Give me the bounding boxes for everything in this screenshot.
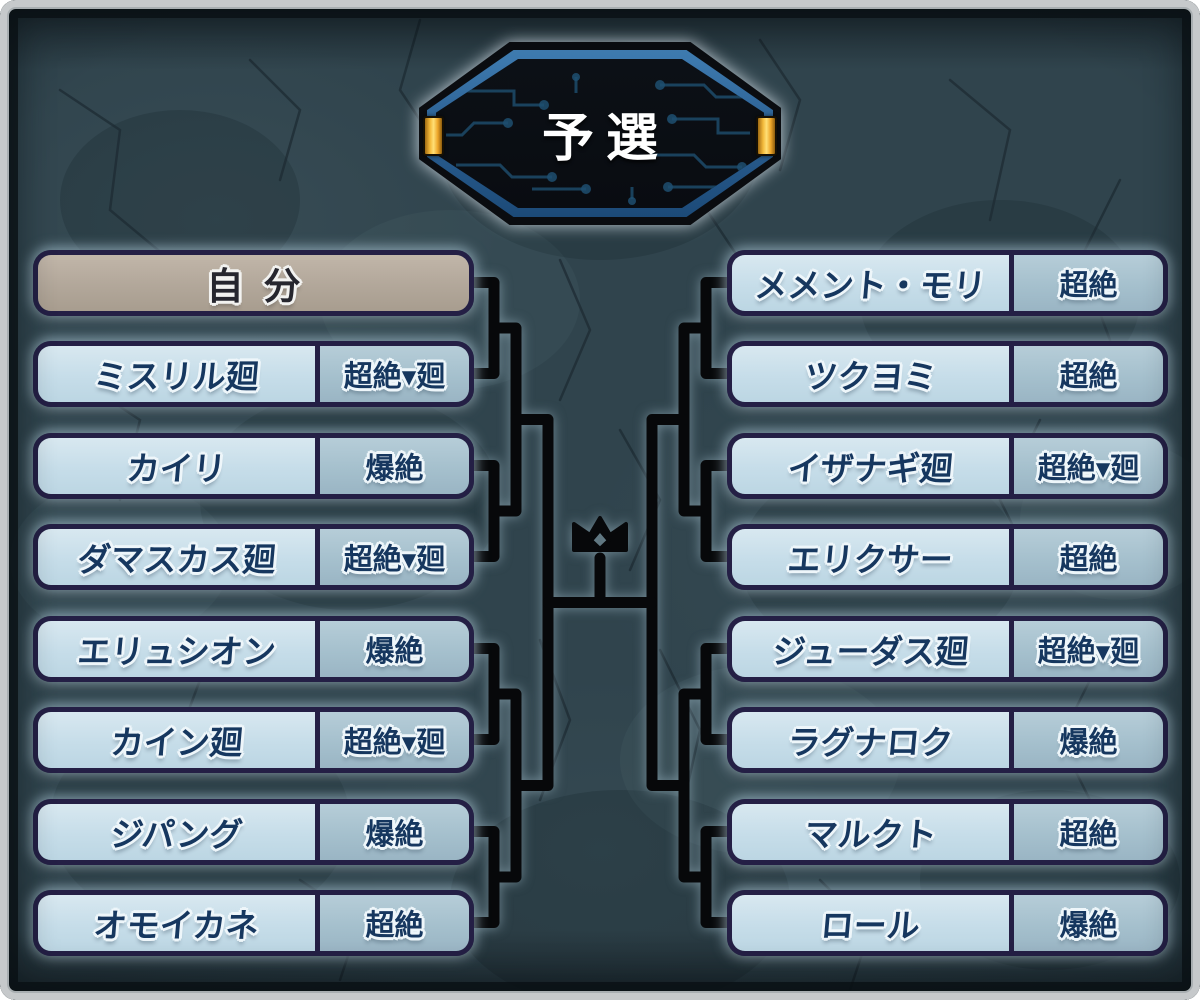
participant-name: オモイカネ [92, 907, 261, 944]
entry-name-cell: イザナギ廻 [732, 438, 1009, 494]
bracket-entry-self[interactable]: 自分 [33, 250, 474, 316]
difficulty-badge: 超絶 [1059, 544, 1118, 576]
difficulty-badge: 爆絶 [365, 453, 424, 485]
participant-name: ツクヨミ [802, 358, 938, 395]
entry-badge-cell: 爆絶 [315, 804, 469, 860]
banner-clip-right [756, 115, 777, 156]
bracket-entry[interactable]: マルクト 超絶 [727, 799, 1168, 865]
bracket-entry[interactable]: ミスリル廻 超絶▾廻 [33, 341, 474, 407]
bracket-entry[interactable]: ツクヨミ 超絶 [727, 341, 1168, 407]
entry-badge-cell: 超絶▾廻 [315, 529, 469, 585]
difficulty-badge: 超絶▾廻 [343, 544, 446, 576]
participant-name: エリュシオン [75, 633, 277, 670]
bracket-entry[interactable]: エリクサー 超絶 [727, 524, 1168, 590]
entry-name-cell: ロール [732, 895, 1009, 951]
entry-name-cell: マルクト [732, 804, 1009, 860]
banner-clip-left [423, 115, 444, 156]
participant-name: カイン廻 [108, 724, 244, 761]
entry-badge-cell: 爆絶 [315, 621, 469, 677]
participant-name: マルクト [802, 816, 938, 853]
difficulty-badge: 超絶▾廻 [1037, 636, 1140, 668]
entry-badge-cell: 超絶 [315, 895, 469, 951]
participant-name: 自分 [206, 266, 321, 307]
bracket-entry[interactable]: ジューダス廻 超絶▾廻 [727, 616, 1168, 682]
participant-name: ダマスカス廻 [75, 541, 277, 578]
difficulty-badge: 爆絶 [1059, 910, 1118, 942]
entry-name-cell: カイリ [38, 438, 315, 494]
difficulty-badge: 超絶 [1059, 819, 1118, 851]
entry-name-cell: ラグナロク [732, 712, 1009, 768]
banner-hexagon: 予選 [419, 42, 781, 225]
entry-name-cell: オモイカネ [38, 895, 315, 951]
bracket-entry[interactable]: イザナギ廻 超絶▾廻 [727, 433, 1168, 499]
title-banner: 予選 [419, 42, 781, 225]
entry-badge-cell: 超絶 [1009, 346, 1163, 402]
participant-name: ミスリル廻 [92, 358, 261, 395]
entry-badge-cell: 超絶▾廻 [1009, 438, 1163, 494]
participant-name: エリクサー [786, 541, 955, 578]
difficulty-badge: 超絶 [1059, 361, 1118, 393]
difficulty-badge: 超絶 [365, 910, 424, 942]
difficulty-badge: 超絶▾廻 [1037, 453, 1140, 485]
bracket-entry[interactable]: エリュシオン 爆絶 [33, 616, 474, 682]
entry-badge-cell: 爆絶 [315, 438, 469, 494]
entry-badge-cell: 爆絶 [1009, 712, 1163, 768]
entry-badge-cell: 超絶▾廻 [315, 346, 469, 402]
participant-name: ロール [819, 907, 922, 944]
participant-name: ジパング [108, 816, 244, 853]
difficulty-badge: 爆絶 [1059, 727, 1118, 759]
difficulty-badge: 爆絶 [365, 819, 424, 851]
participant-name: メメント・モリ [753, 267, 988, 304]
participant-name: ジューダス廻 [770, 633, 970, 670]
crown-icon [572, 516, 628, 552]
bracket-entry[interactable]: ラグナロク 爆絶 [727, 707, 1168, 773]
banner-inner: 予選 [436, 59, 764, 208]
entry-name-cell: ジパング [38, 804, 315, 860]
difficulty-badge: 超絶 [1059, 270, 1118, 302]
entry-name-cell: ツクヨミ [732, 346, 1009, 402]
participant-name: イザナギ廻 [786, 450, 955, 487]
entry-badge-cell: 超絶▾廻 [1009, 621, 1163, 677]
entry-name-cell: ジューダス廻 [732, 621, 1009, 677]
entry-name-cell: ミスリル廻 [38, 346, 315, 402]
bracket-entry[interactable]: カイン廻 超絶▾廻 [33, 707, 474, 773]
bracket-entry[interactable]: カイリ 爆絶 [33, 433, 474, 499]
participant-name: カイリ [125, 450, 228, 487]
bracket-entry[interactable]: オモイカネ 超絶 [33, 890, 474, 956]
entry-name-cell: カイン廻 [38, 712, 315, 768]
difficulty-badge: 爆絶 [365, 636, 424, 668]
entry-name-cell: メメント・モリ [732, 255, 1009, 311]
participant-name: ラグナロク [786, 724, 955, 761]
page-title: 予選 [541, 110, 670, 168]
difficulty-badge: 超絶▾廻 [343, 727, 446, 759]
entry-name-cell: ダマスカス廻 [38, 529, 315, 585]
bracket-entry[interactable]: ダマスカス廻 超絶▾廻 [33, 524, 474, 590]
entry-name-cell: エリクサー [732, 529, 1009, 585]
entry-name-cell: エリュシオン [38, 621, 315, 677]
bracket-entry[interactable]: ロール 爆絶 [727, 890, 1168, 956]
bracket-entry[interactable]: メメント・モリ 超絶 [727, 250, 1168, 316]
entry-badge-cell: 超絶▾廻 [315, 712, 469, 768]
entry-badge-cell: 超絶 [1009, 529, 1163, 585]
entry-badge-cell: 爆絶 [1009, 895, 1163, 951]
entry-badge-cell: 超絶 [1009, 804, 1163, 860]
entry-badge-cell: 超絶 [1009, 255, 1163, 311]
bracket-entry[interactable]: ジパング 爆絶 [33, 799, 474, 865]
difficulty-badge: 超絶▾廻 [343, 361, 446, 393]
entry-name-cell: 自分 [38, 255, 469, 311]
